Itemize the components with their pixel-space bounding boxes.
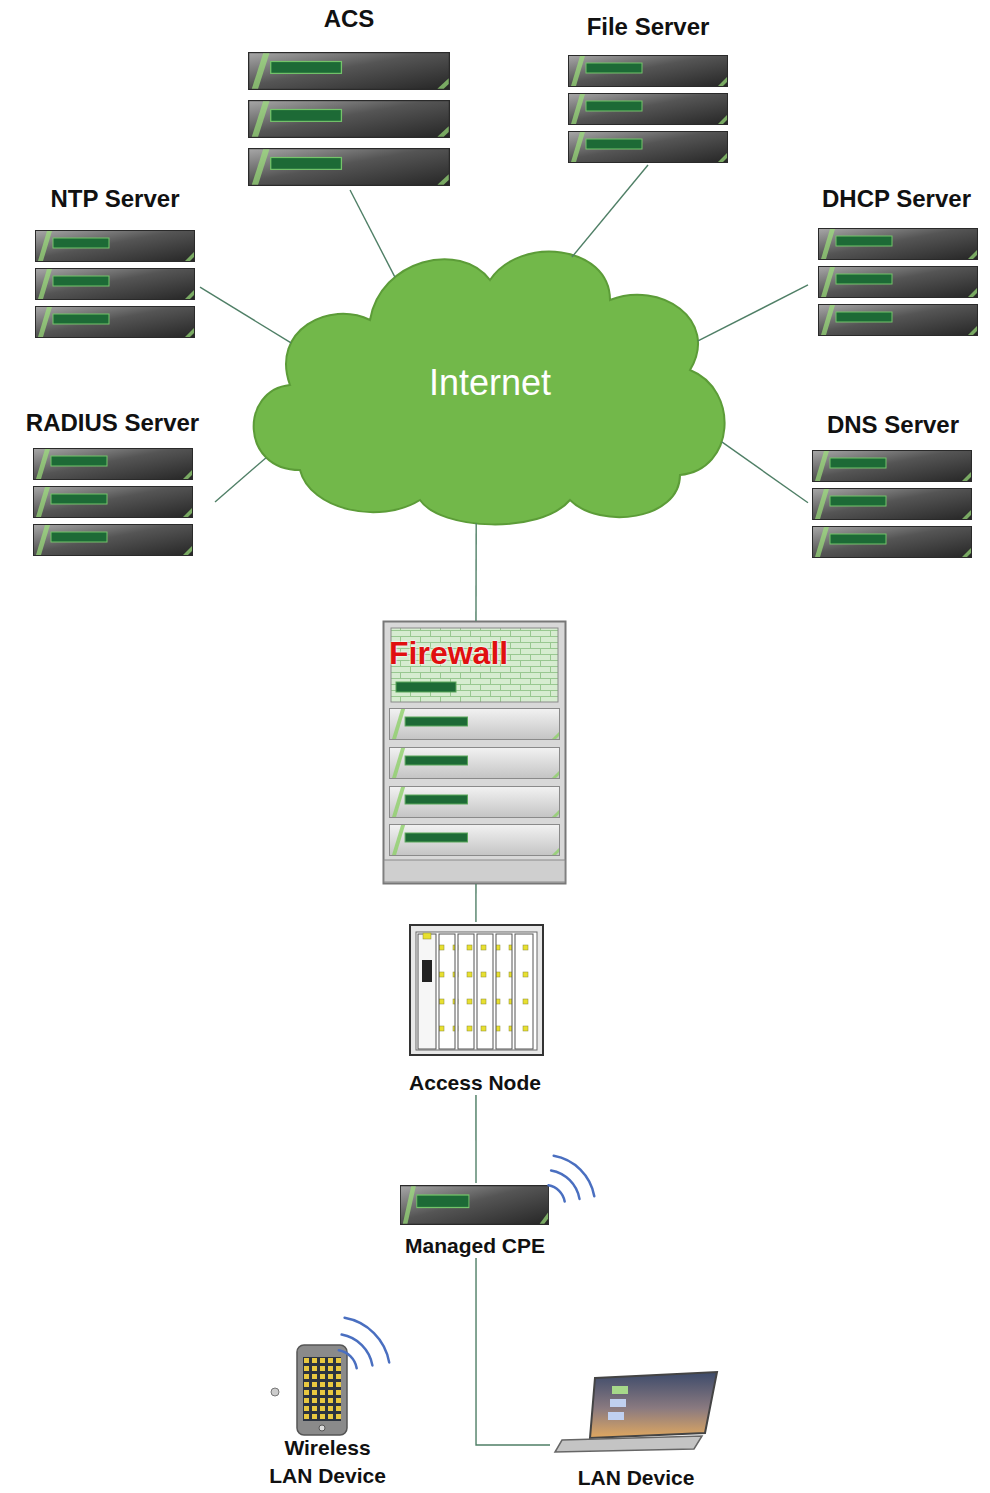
node-label: Firewall [389, 634, 508, 672]
node-label: DHCP Server [822, 185, 971, 214]
cloud-label: Internet [429, 361, 551, 404]
managed-cpe: Managed CPE [390, 1183, 560, 1258]
server-stack: NTP Server [30, 185, 200, 342]
node-label: RADIUS Server [26, 409, 199, 438]
connector-line [475, 1095, 476, 1183]
node-label: File Server [587, 13, 710, 42]
node-label: Access Node [409, 1070, 541, 1095]
server-stack: DHCP Server [808, 185, 985, 340]
connector-line [476, 1258, 550, 1445]
server-stack: DNS Server [808, 411, 978, 559]
connector-line [215, 458, 266, 502]
node-label: ACS [324, 5, 375, 34]
connector-line [475, 884, 476, 922]
access-node: Access Node [395, 922, 555, 1095]
server-stack: ACS [245, 5, 453, 190]
connector-line [722, 442, 808, 503]
server-stack: RADIUS Server [10, 409, 215, 558]
node-label: DNS Server [827, 411, 959, 440]
connector-line [475, 523, 477, 621]
firewall-rack: Firewall [383, 621, 566, 884]
internet-cloud: Internet [252, 240, 728, 526]
connector-line [350, 190, 395, 277]
connector-line [200, 287, 291, 343]
node-label: Wireless LAN Device [265, 1434, 391, 1490]
node-label: NTP Server [51, 185, 180, 214]
node-label: LAN Device [578, 1465, 695, 1490]
server-stack: File Server [560, 13, 736, 165]
lan-device: LAN Device [550, 1368, 722, 1490]
wireless-device: Wireless LAN Device [255, 1338, 400, 1490]
connector-line [698, 285, 808, 341]
connector-line [572, 165, 648, 257]
node-label: Managed CPE [405, 1233, 545, 1258]
